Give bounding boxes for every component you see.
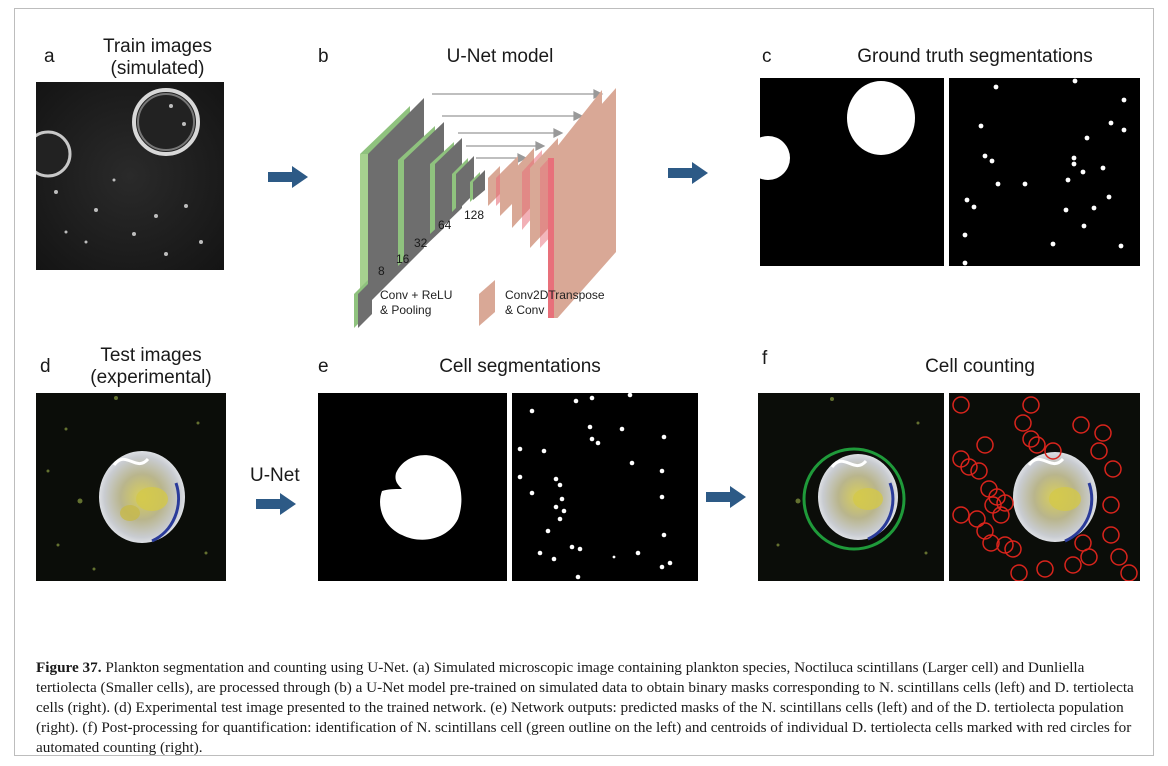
panel-a-title: Train images (simulated) — [70, 36, 245, 80]
counting-nucleus-outline-image — [758, 393, 944, 581]
unet-diagram — [360, 88, 616, 318]
arrow-right-icon — [668, 162, 708, 184]
filter-label-16: 16 — [396, 252, 410, 266]
counting-cell-circles-image — [949, 393, 1140, 581]
panel-a-title-line1: Train images — [102, 36, 213, 57]
arrow-right-icon — [268, 166, 308, 188]
panel-a-letter: a — [44, 46, 55, 67]
caption-label: Figure 37. — [36, 659, 102, 676]
test-image-experimental — [36, 393, 226, 581]
decoder-legend-line2: & Conv — [505, 303, 545, 317]
panel-e-title: Cell segmentations — [439, 356, 601, 377]
panel-c-letter: c — [762, 46, 772, 67]
train-image-simulated — [36, 82, 224, 270]
filter-label-8: 8 — [378, 264, 385, 278]
panel-f-title: Cell counting — [925, 356, 1035, 377]
arrow-right-icon — [256, 493, 296, 515]
encoder-legend-swatch — [354, 280, 372, 328]
ground-truth-mask-small-cells — [949, 78, 1140, 266]
panel-d-letter: d — [40, 356, 51, 377]
encoder-legend-text: Conv + ReLU & Pooling — [380, 288, 452, 318]
filter-label-32: 32 — [414, 236, 428, 250]
panel-d-title: Test images (experimental) — [56, 345, 246, 389]
panel-f-letter: f — [762, 348, 768, 369]
encoder-legend-line1: Conv + ReLU — [380, 288, 453, 302]
panel-d-title-line1: Test images — [100, 345, 202, 366]
predicted-mask-large-cells — [318, 393, 507, 581]
panel-c-title: Ground truth segmentations — [857, 46, 1093, 67]
decoder-legend-line1: Conv2DTranspose — [505, 288, 605, 302]
figure-frame — [14, 8, 1154, 756]
figure-caption: Figure 37. Plankton segmentation and cou… — [36, 658, 1136, 758]
filter-label-128: 128 — [464, 208, 485, 222]
predicted-mask-small-cells — [512, 393, 698, 581]
decoder-legend-swatch — [479, 280, 495, 326]
caption-text: Plankton segmentation and counting using… — [36, 659, 1134, 756]
filter-label-64: 64 — [438, 218, 452, 232]
decoder-legend-text: Conv2DTranspose & Conv — [505, 288, 605, 318]
encoder-legend-line2: & Pooling — [380, 303, 432, 317]
ground-truth-mask-large-cells — [760, 78, 944, 266]
unet-arrow-label: U-Net — [250, 465, 300, 486]
panel-d-title-line2: (experimental) — [90, 367, 212, 388]
arrow-right-icon — [706, 486, 746, 508]
panel-e-letter: e — [318, 356, 329, 377]
panel-b-letter: b — [318, 46, 329, 67]
panel-b-title: U-Net model — [446, 46, 554, 67]
panel-a-title-line2: (simulated) — [110, 58, 205, 79]
